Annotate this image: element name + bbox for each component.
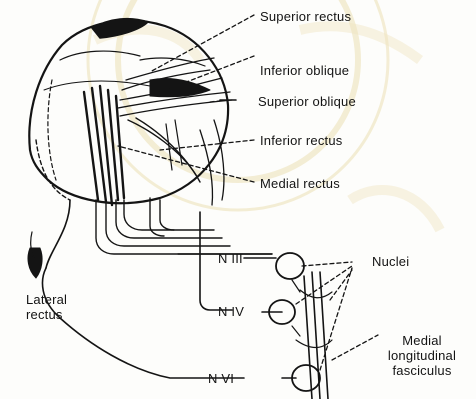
- label-superior-rectus: Superior rectus: [260, 10, 351, 23]
- label-n3: N III: [218, 252, 243, 265]
- leader-medial-rectus: [118, 146, 254, 182]
- lateral-rectus-muscle: [28, 248, 42, 278]
- label-lateral-rectus-line2: rectus: [26, 307, 67, 322]
- label-superior-oblique: Superior oblique: [258, 95, 356, 108]
- label-nuclei: Nuclei: [372, 255, 409, 268]
- label-n6: N VI: [208, 372, 234, 385]
- label-inferior-oblique: Inferior oblique: [260, 64, 349, 77]
- label-mlf-line3: fasciculus: [372, 363, 472, 378]
- label-medial-longitudinal-fasciculus: Medial longitudinal fasciculus: [372, 333, 472, 378]
- label-inferior-rectus: Inferior rectus: [260, 134, 342, 147]
- label-mlf-line1: Medial: [372, 333, 472, 348]
- cornea-dark: [92, 19, 148, 38]
- label-lateral-rectus: Lateral rectus: [26, 292, 67, 322]
- leader-superior-rectus: [150, 15, 254, 72]
- label-n4: N IV: [218, 305, 244, 318]
- label-medial-rectus: Medial rectus: [260, 177, 340, 190]
- label-lateral-rectus-line1: Lateral: [26, 292, 67, 307]
- eyeball-outline: [29, 20, 228, 203]
- label-mlf-line2: longitudinal: [372, 348, 472, 363]
- leader-inferior-rectus: [160, 140, 254, 150]
- nucleus-n3: [276, 253, 304, 279]
